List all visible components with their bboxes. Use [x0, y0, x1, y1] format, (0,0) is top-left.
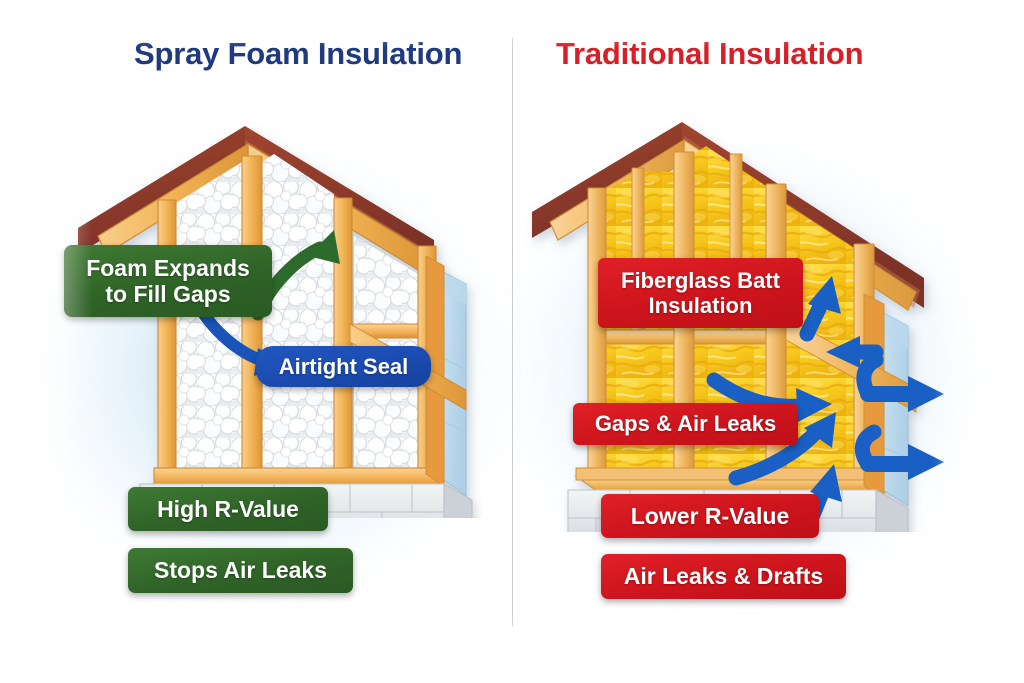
left-panel-title: Spray Foam Insulation [134, 36, 463, 71]
badge-line-1: Foam Expands [86, 254, 250, 281]
badge-air-leaks-and-drafts[interactable]: Air Leaks & Drafts [601, 554, 846, 599]
badge-airtight-seal[interactable]: Airtight Seal [256, 346, 431, 387]
badge-line-2: to Fill Gaps [105, 281, 231, 307]
badge-lower-r-value[interactable]: Lower R-Value [601, 494, 819, 538]
badge-label: Stops Air Leaks [154, 557, 327, 584]
badge-label: High R-Value [157, 495, 299, 522]
badge-gaps-and-air-leaks[interactable]: Gaps & Air Leaks [573, 403, 798, 445]
badge-foam-expands-to-fill-gaps[interactable]: Foam Expands to Fill Gaps [64, 245, 272, 317]
badge-high-r-value[interactable]: High R-Value [128, 487, 328, 531]
spray-foam-house-illustration [78, 126, 473, 518]
badge-label: Airtight Seal [278, 353, 409, 379]
right-panel-title: Traditional Insulation [556, 36, 864, 71]
badge-line-1: Fiberglass Batt [621, 267, 780, 293]
badge-line-2: Insulation [648, 293, 753, 318]
badge-label: Lower R-Value [630, 502, 790, 529]
panel-divider [512, 38, 513, 626]
badge-label: Gaps & Air Leaks [594, 411, 777, 437]
badge-fiberglass-batt-insulation[interactable]: Fiberglass Batt Insulation [598, 258, 803, 328]
badge-stops-air-leaks[interactable]: Stops Air Leaks [128, 548, 353, 593]
badge-label: Air Leaks & Drafts [623, 563, 824, 590]
